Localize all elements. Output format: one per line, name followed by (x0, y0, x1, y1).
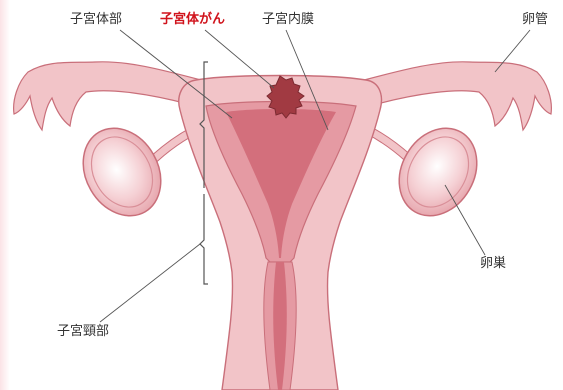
label-uterine-cancer: 子宮体がん (160, 12, 225, 28)
label-endometrium: 子宮内膜 (262, 12, 314, 28)
right-ovary (384, 114, 492, 230)
left-ovary (68, 114, 176, 230)
cervix-bracket (200, 194, 208, 284)
label-uterine-body: 子宮体部 (70, 12, 122, 28)
leader-cervix (100, 244, 200, 322)
label-fallopian-tube: 卵管 (522, 12, 548, 28)
label-cervix: 子宮頸部 (57, 324, 109, 340)
label-ovary: 卵巣 (480, 256, 506, 272)
